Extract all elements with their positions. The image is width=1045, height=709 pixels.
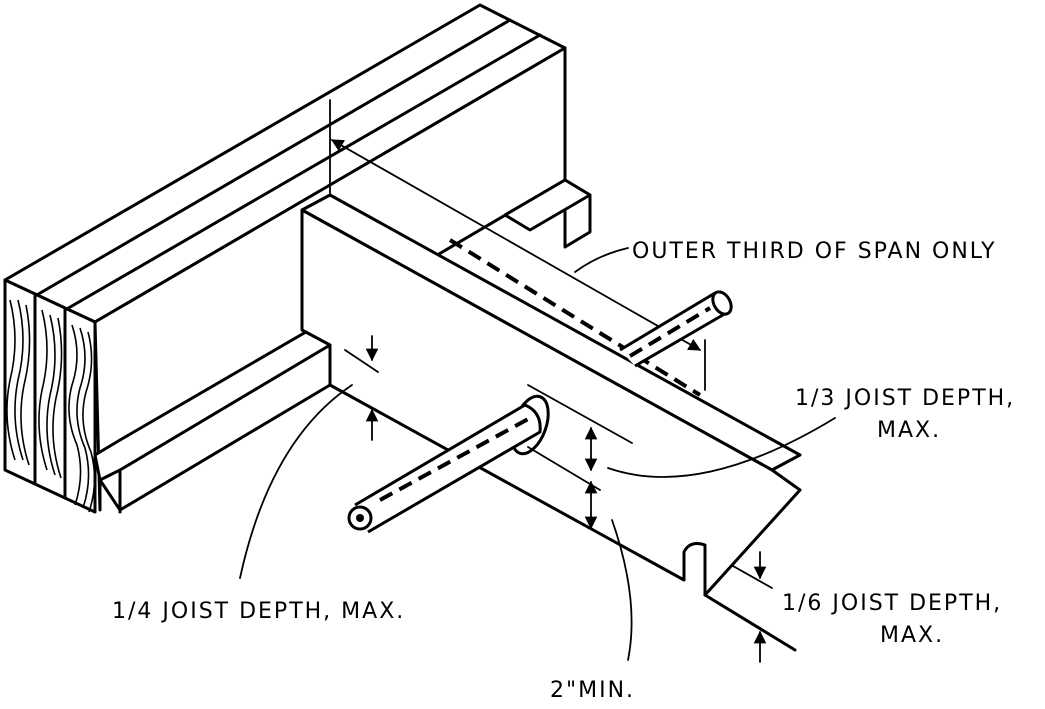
span-dimension bbox=[329, 99, 706, 397]
label-one-sixth-line2: MAX. bbox=[880, 623, 944, 648]
label-one-third-line2: MAX. bbox=[877, 418, 941, 443]
label-one-quarter: 1/4 JOIST DEPTH, MAX. bbox=[112, 599, 405, 624]
upper-pipe bbox=[619, 290, 733, 368]
dimension-marks bbox=[344, 335, 773, 663]
leader-lines bbox=[239, 247, 836, 661]
bored-pipe bbox=[347, 394, 550, 534]
label-one-third-line1: 1/3 JOIST DEPTH, bbox=[795, 386, 1015, 411]
label-two-inch-min: 2"MIN. bbox=[550, 678, 635, 703]
label-outer-third: OUTER THIRD OF SPAN ONLY bbox=[632, 239, 997, 264]
label-one-sixth-line1: 1/6 JOIST DEPTH, bbox=[782, 591, 1002, 616]
end-grain-texture bbox=[6, 299, 96, 513]
